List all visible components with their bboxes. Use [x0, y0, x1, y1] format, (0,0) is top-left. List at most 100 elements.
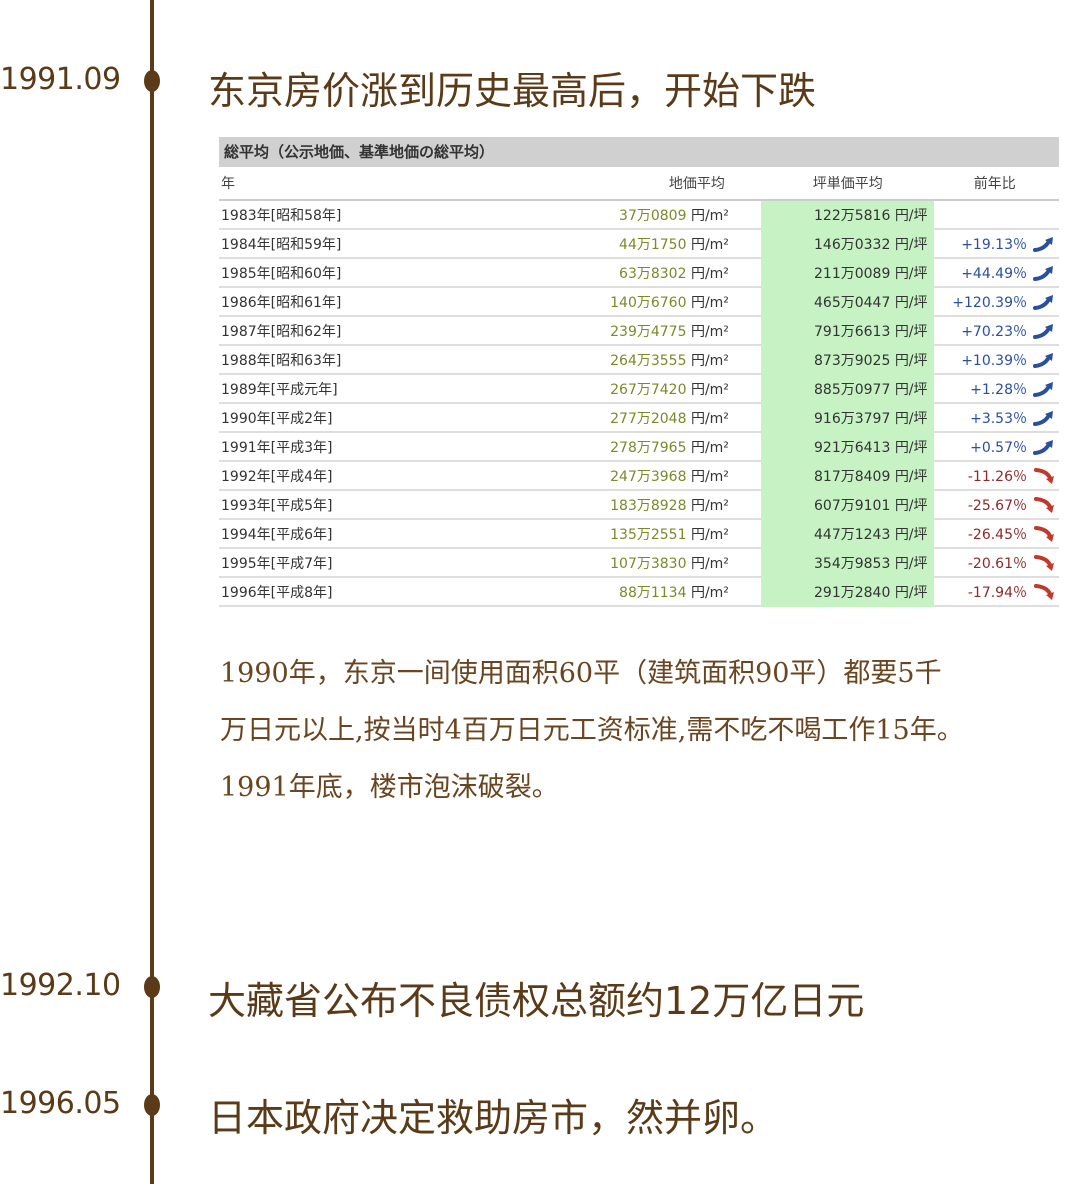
arrow-up-icon	[1033, 352, 1053, 368]
tsubo-price-value: 921万6413	[814, 439, 891, 456]
tsubo-price-cell: 354万9853 円/坪	[760, 548, 934, 578]
tsubo-price-cell: 817万8409 円/坪	[760, 461, 934, 491]
tsubo-price-value: 916万3797	[814, 410, 891, 427]
unit-tsubo: 円/坪	[894, 323, 928, 340]
change-value: -11.26％	[967, 468, 1027, 485]
land-price-value: 107万3830	[610, 555, 687, 572]
tsubo-price-cell: 291万2840 円/坪	[760, 577, 934, 607]
change-value: +44.49％	[961, 265, 1027, 282]
tsubo-price-value: 607万9101	[814, 497, 891, 514]
unit-tsubo: 円/坪	[894, 526, 928, 543]
year-cell: 1988年[昭和63年]	[219, 345, 493, 375]
event-headline: 大藏省公布不良债权总额约12万亿日元	[208, 979, 865, 1023]
arrow-up-icon	[1033, 439, 1053, 455]
col-year-header: 年	[219, 167, 493, 201]
table-row: 1994年[平成6年]135万2551 円/m² 447万1243 円/坪 -26.…	[219, 519, 1059, 549]
land-price-value: 267万7420	[610, 381, 687, 398]
change-cell: -26.45％	[933, 519, 1059, 549]
land-price-cell: 247万3968 円/m²	[492, 461, 761, 491]
unit-tsubo: 円/坪	[894, 236, 928, 253]
tsubo-price-value: 122万5816	[814, 207, 891, 224]
year-cell: 1984年[昭和59年]	[219, 229, 493, 259]
change-value: +3.53％	[970, 410, 1027, 427]
change-value: -26.45％	[967, 526, 1027, 543]
table-title: 総平均（公示地価、基準地価の総平均）	[219, 137, 1059, 167]
change-cell: +3.53％	[933, 403, 1059, 433]
change-value: +120.39％	[952, 294, 1027, 311]
tsubo-price-value: 873万9025	[814, 352, 891, 369]
tsubo-price-cell: 607万9101 円/坪	[760, 490, 934, 520]
change-value: +0.57％	[970, 439, 1027, 456]
col-land-header: 地価平均	[492, 167, 761, 201]
timeline-line	[150, 0, 154, 1184]
unit-tsubo: 円/坪	[894, 497, 928, 514]
col-tsubo-header: 坪単価平均	[760, 167, 934, 201]
change-cell: +1.28％	[933, 374, 1059, 404]
land-price-cell: 183万8928 円/m²	[492, 490, 761, 520]
change-value: -20.61％	[967, 555, 1027, 572]
land-price-value: 44万1750	[619, 236, 687, 253]
tsubo-price-value: 465万0447	[814, 294, 891, 311]
unit-m2: 円/m²	[690, 294, 729, 311]
unit-m2: 円/m²	[690, 381, 729, 398]
tsubo-price-cell: 211万0089 円/坪	[760, 258, 934, 288]
change-cell: -17.94％	[933, 577, 1059, 607]
land-price-value: 37万0809	[619, 207, 687, 224]
land-price-cell: 278万7965 円/m²	[492, 432, 761, 462]
arrow-up-icon	[1033, 410, 1053, 426]
unit-m2: 円/m²	[690, 323, 729, 340]
unit-tsubo: 円/坪	[894, 381, 928, 398]
land-price-value: 277万2048	[610, 410, 687, 427]
unit-m2: 円/m²	[690, 352, 729, 369]
change-value: -17.94％	[967, 584, 1027, 601]
col-change-header: 前年比	[933, 167, 1059, 201]
year-cell: 1989年[平成元年]	[219, 374, 493, 404]
unit-m2: 円/m²	[690, 526, 729, 543]
tsubo-price-cell: 921万6413 円/坪	[760, 432, 934, 462]
arrow-down-icon	[1034, 525, 1054, 542]
change-cell: -11.26％	[933, 461, 1059, 491]
change-value: -25.67％	[967, 497, 1027, 514]
event-date: 1992.10	[0, 968, 121, 1003]
arrow-up-icon	[1033, 323, 1053, 339]
year-cell: 1994年[平成6年]	[219, 519, 493, 549]
year-cell: 1995年[平成7年]	[219, 548, 493, 578]
arrow-down-icon	[1034, 583, 1054, 600]
arrow-down-icon	[1034, 496, 1054, 513]
change-cell: +70.23％	[933, 316, 1059, 346]
year-cell: 1991年[平成3年]	[219, 432, 493, 462]
year-cell: 1986年[昭和61年]	[219, 287, 493, 317]
arrow-down-icon	[1034, 554, 1054, 571]
land-price-cell: 267万7420 円/m²	[492, 374, 761, 404]
tsubo-price-value: 817万8409	[814, 468, 891, 485]
unit-tsubo: 円/坪	[894, 207, 928, 224]
table-header-row: 年 地価平均 坪単価平均 前年比	[219, 167, 1059, 201]
change-value: +1.28％	[970, 381, 1027, 398]
tsubo-price-cell: 465万0447 円/坪	[760, 287, 934, 317]
paragraph-line: 1990年，东京一间使用面积60平（建筑面积90平）都要5千	[220, 658, 942, 689]
land-price-cell: 63万8302 円/m²	[492, 258, 761, 288]
year-cell: 1992年[平成4年]	[219, 461, 493, 491]
land-price-value: 239万4775	[610, 323, 687, 340]
tsubo-price-value: 291万2840	[814, 584, 891, 601]
unit-tsubo: 円/坪	[894, 468, 928, 485]
land-price-value: 278万7965	[610, 439, 687, 456]
year-cell: 1990年[平成2年]	[219, 403, 493, 433]
land-price-table: 総平均（公示地価、基準地価の総平均） 年 地価平均 坪単価平均 前年比 1983…	[219, 137, 1059, 607]
tsubo-price-value: 447万1243	[814, 526, 891, 543]
change-cell: +10.39％	[933, 345, 1059, 375]
unit-m2: 円/m²	[690, 439, 729, 456]
unit-tsubo: 円/坪	[894, 555, 928, 572]
unit-tsubo: 円/坪	[894, 410, 928, 427]
land-price-cell: 135万2551 円/m²	[492, 519, 761, 549]
tsubo-price-value: 791万6613	[814, 323, 891, 340]
